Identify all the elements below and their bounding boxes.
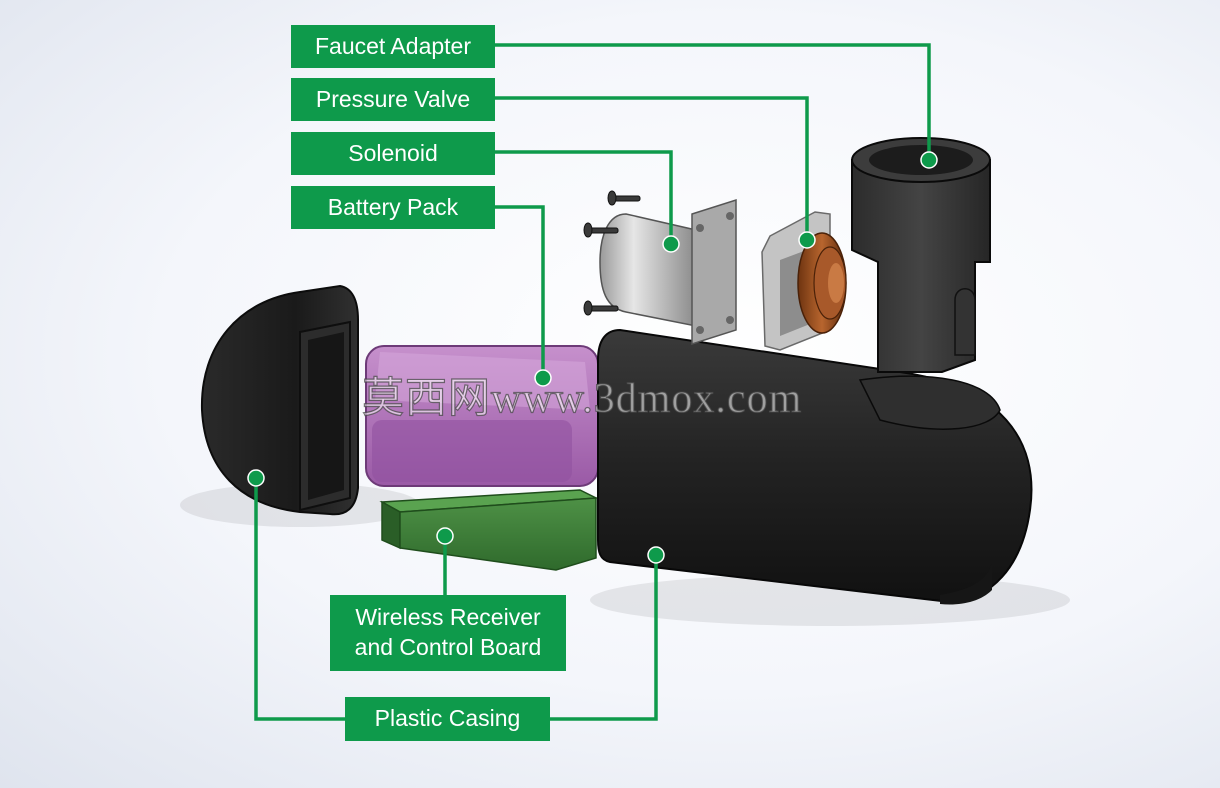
label-wireless-line1: Wireless Receiver — [355, 603, 540, 633]
label-wireless-receiver: Wireless Receiver and Control Board — [330, 595, 566, 671]
label-battery-pack: Battery Pack — [291, 186, 495, 229]
control-board — [382, 490, 596, 570]
casing-end-cap — [202, 286, 358, 514]
label-plastic-casing: Plastic Casing — [345, 697, 550, 741]
label-battery-pack-text: Battery Pack — [328, 193, 458, 223]
label-pressure-valve-text: Pressure Valve — [316, 85, 470, 115]
label-solenoid: Solenoid — [291, 132, 495, 175]
solenoid-part — [584, 191, 736, 344]
label-faucet-adapter-text: Faucet Adapter — [315, 32, 471, 62]
label-plastic-casing-text: Plastic Casing — [375, 704, 521, 734]
label-pressure-valve: Pressure Valve — [291, 78, 495, 121]
label-solenoid-text: Solenoid — [348, 139, 438, 169]
label-wireless-line2: and Control Board — [355, 633, 542, 663]
leader-faucet-adapter — [495, 45, 929, 160]
faucet-adapter-part — [852, 138, 990, 372]
label-faucet-adapter: Faucet Adapter — [291, 25, 495, 68]
watermark-text: 莫西网www.3dmox.com — [362, 364, 802, 425]
